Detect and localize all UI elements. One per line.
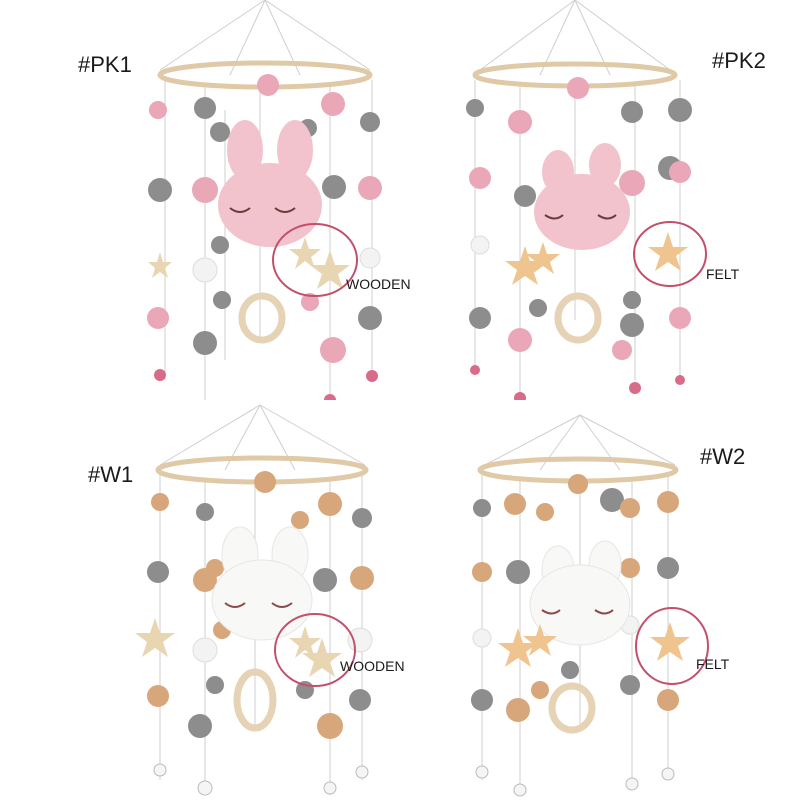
product-code-label: #PK1	[78, 52, 132, 77]
star-icon	[310, 250, 350, 289]
bells	[154, 369, 378, 400]
star-icon	[135, 618, 175, 657]
bells	[153, 763, 369, 796]
mobile-illustration	[466, 0, 707, 400]
product-panel-pk1: #PK1 WOODEN	[0, 0, 411, 400]
star-type-label: WOODEN	[346, 276, 411, 292]
highlight-circle	[272, 223, 358, 297]
star-icon	[148, 252, 172, 278]
star-icon	[505, 246, 545, 285]
mobile-illustration	[471, 414, 709, 797]
highlight-circle	[635, 607, 709, 685]
product-code-label: #PK2	[712, 48, 766, 73]
pom-poms	[466, 77, 692, 360]
mobile-illustration	[135, 404, 374, 796]
star-icon	[526, 242, 560, 274]
product-panel-w1: #W1 WOODEN	[0, 400, 405, 800]
star-type-label: WOODEN	[340, 658, 405, 674]
wooden-ring	[238, 292, 286, 344]
product-code-label: #W2	[700, 444, 746, 469]
pom-poms	[471, 474, 679, 722]
wooden-ring	[548, 682, 596, 734]
product-panel-pk2: #PK2 FELT	[400, 0, 800, 400]
bunny-head	[534, 143, 630, 250]
wooden-ring	[233, 668, 277, 732]
wooden-ring	[554, 292, 602, 344]
mobile-illustration	[147, 0, 382, 400]
star-icon	[289, 626, 321, 658]
star-type-label: FELT	[696, 656, 730, 672]
star-icon	[650, 622, 690, 661]
star-icon	[648, 232, 688, 271]
star-type-label: FELT	[706, 266, 740, 282]
pom-poms	[147, 471, 374, 739]
highlight-circle	[274, 613, 356, 687]
star-icon	[523, 624, 557, 656]
highlight-circle	[633, 221, 707, 287]
star-icon	[289, 237, 321, 269]
star-icon	[498, 628, 538, 667]
bunny-head	[529, 540, 631, 646]
bunny-head	[218, 120, 322, 247]
bunny-head	[211, 526, 313, 641]
product-panel-w2: #W2 FELT	[400, 400, 800, 800]
star-icon	[302, 638, 342, 677]
product-code-label: #W1	[88, 462, 134, 487]
pom-poms	[147, 74, 382, 363]
bells	[470, 365, 685, 400]
bells	[475, 765, 675, 797]
